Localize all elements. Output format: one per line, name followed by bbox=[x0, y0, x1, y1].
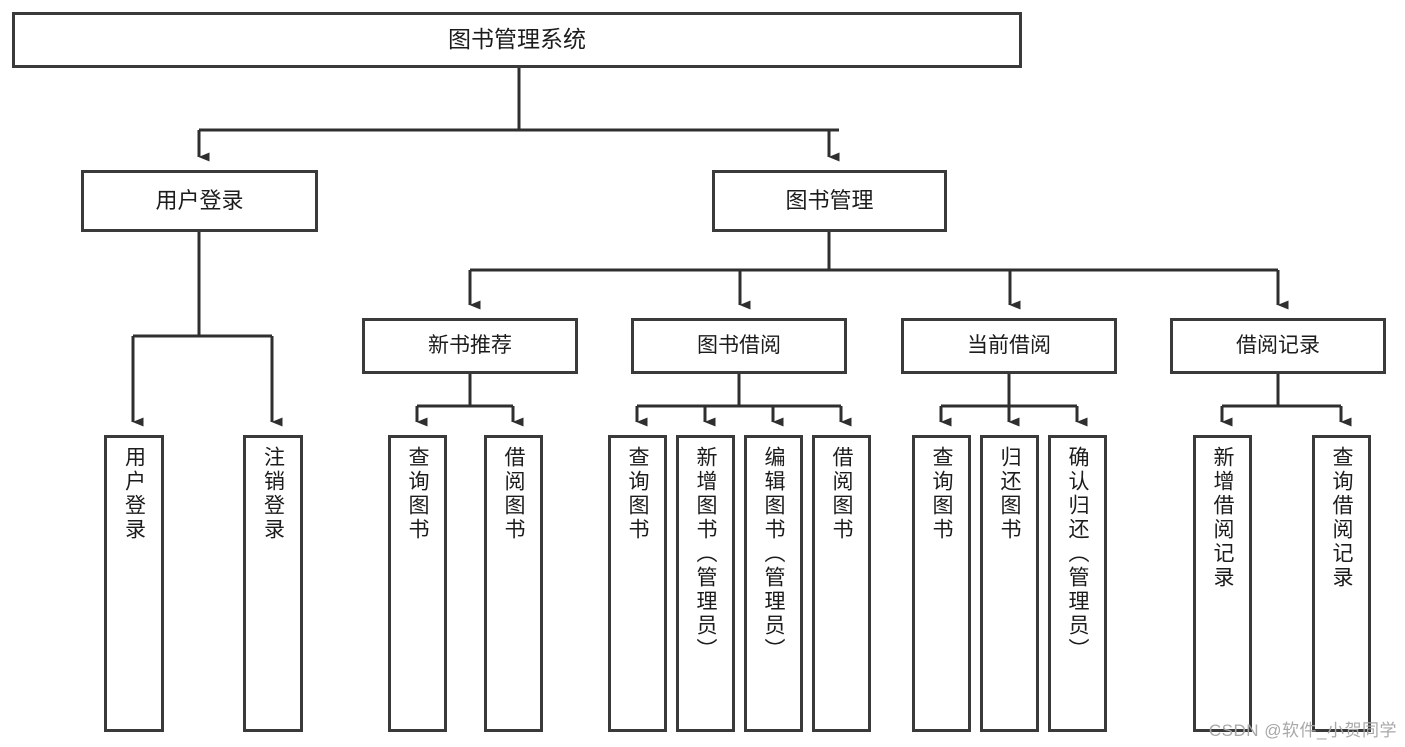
node-label: 用户登录 bbox=[122, 446, 146, 542]
node-label: 注销登录 bbox=[261, 446, 285, 542]
node-current-borrow[interactable]: 当前借阅 bbox=[901, 318, 1117, 374]
leaf-book-borrow-1[interactable]: 新增图书（管理员） bbox=[676, 435, 735, 732]
node-label: 查询图书 bbox=[626, 446, 649, 542]
node-label: 新增图书（管理员） bbox=[694, 446, 717, 662]
node-root-system[interactable]: 图书管理系统 bbox=[12, 12, 1022, 68]
leaf-book-borrow-0[interactable]: 查询图书 bbox=[608, 435, 667, 732]
node-label: 新增借阅记录 bbox=[1211, 446, 1234, 590]
leaf-book-borrow-3[interactable]: 借阅图书 bbox=[812, 435, 871, 732]
leaf-current-borrow-2[interactable]: 确认归还（管理员） bbox=[1048, 435, 1107, 732]
leaf-current-borrow-1[interactable]: 归还图书 bbox=[980, 435, 1039, 732]
leaf-book-borrow-2[interactable]: 编辑图书（管理员） bbox=[744, 435, 803, 732]
leaf-borrow-record-1[interactable]: 查询借阅记录 bbox=[1312, 435, 1371, 732]
node-borrow-record[interactable]: 借阅记录 bbox=[1170, 318, 1386, 374]
leaf-current-borrow-0[interactable]: 查询图书 bbox=[912, 435, 971, 732]
node-label: 当前借阅 bbox=[967, 334, 1051, 358]
node-label: 查询图书 bbox=[930, 446, 953, 542]
node-book-borrow[interactable]: 图书借阅 bbox=[631, 318, 847, 374]
node-label: 图书管理系统 bbox=[448, 26, 586, 53]
node-label: 图书管理 bbox=[785, 187, 874, 213]
node-label: 确认归还（管理员） bbox=[1066, 446, 1089, 662]
node-label: 借阅图书 bbox=[830, 446, 853, 542]
leaf-user-login-0[interactable]: 用户登录 bbox=[104, 435, 164, 732]
node-book-management[interactable]: 图书管理 bbox=[712, 170, 947, 232]
node-label: 查询借阅记录 bbox=[1330, 446, 1353, 590]
node-label: 图书借阅 bbox=[697, 334, 781, 358]
leaf-new-book-recommend-1[interactable]: 借阅图书 bbox=[484, 435, 543, 732]
leaf-new-book-recommend-0[interactable]: 查询图书 bbox=[388, 435, 447, 732]
node-label: 用户登录 bbox=[155, 187, 244, 213]
node-label: 借阅图书 bbox=[502, 446, 525, 542]
node-label: 借阅记录 bbox=[1236, 334, 1320, 358]
node-user-login[interactable]: 用户登录 bbox=[81, 170, 318, 232]
leaf-borrow-record-0[interactable]: 新增借阅记录 bbox=[1193, 435, 1252, 732]
leaf-user-login-1[interactable]: 注销登录 bbox=[243, 435, 303, 732]
node-new-book-recommend[interactable]: 新书推荐 bbox=[362, 318, 578, 374]
watermark-text: CSDN @软件_小贺同学 bbox=[1208, 721, 1397, 740]
node-label: 新书推荐 bbox=[428, 334, 512, 358]
node-label: 查询图书 bbox=[406, 446, 429, 542]
node-label: 编辑图书（管理员） bbox=[762, 446, 785, 662]
node-label: 归还图书 bbox=[998, 446, 1021, 542]
